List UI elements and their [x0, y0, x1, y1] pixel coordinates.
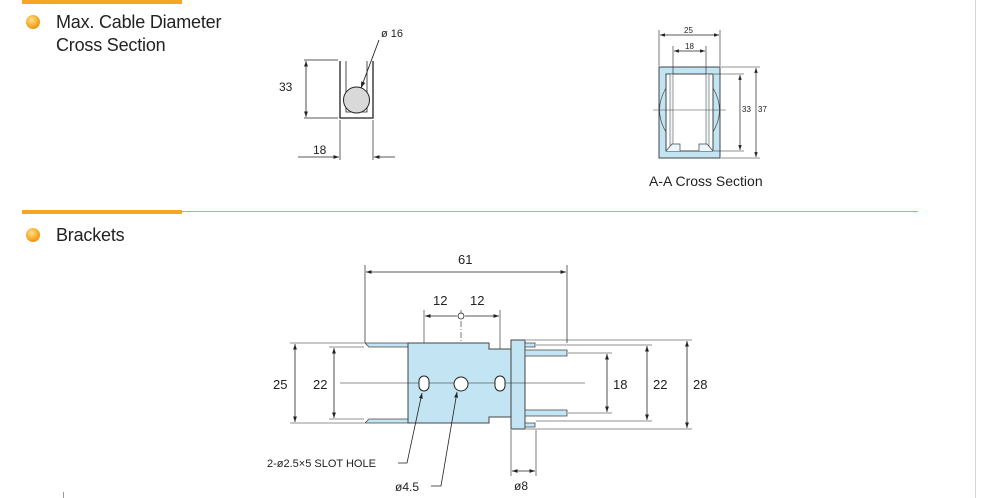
profile-section	[658, 66, 721, 159]
bullet-icon	[26, 15, 40, 29]
cable-title-line2: Cross Section	[56, 35, 166, 55]
cable-width-label: 18	[313, 143, 327, 157]
bracket-left-arm	[364, 342, 409, 348]
right-outer-height-label: 28	[693, 377, 707, 392]
cable-height-label: 33	[279, 80, 293, 94]
bracket-left-arm	[364, 418, 409, 424]
profile-foot	[665, 143, 681, 152]
cable-circle	[343, 86, 370, 114]
left-outer-height-label: 25	[273, 377, 287, 392]
pin-label: ø8	[514, 479, 528, 493]
page-edge-line	[975, 0, 976, 498]
aa-outer-height-label: 37	[758, 105, 767, 114]
bracket-right-arm	[524, 349, 568, 357]
cable-cross-section-diagram: ø 16 33 18	[279, 28, 403, 160]
profile-rail	[705, 73, 710, 151]
center-hole	[453, 376, 469, 392]
bracket-diagram: 61 12 12 25 22	[267, 252, 707, 494]
center-hole-label: ø4.5	[395, 480, 419, 494]
cable-diameter-label: ø 16	[381, 28, 403, 40]
bracket-flange-tab	[524, 342, 536, 348]
right-middle-height-label: 22	[653, 377, 667, 392]
top-accent-bar	[22, 0, 182, 4]
brackets-section-title: Brackets	[56, 225, 125, 245]
aa-outer-width-label: 25	[684, 26, 693, 35]
slot-hole	[418, 375, 430, 392]
right-spacing-label: 12	[470, 293, 484, 308]
left-inner-height-label: 22	[313, 377, 327, 392]
slot-hole	[494, 375, 506, 392]
aa-caption: A-A Cross Section	[649, 173, 763, 189]
section-divider-line	[182, 211, 918, 212]
cable-section-title: Max. Cable Diameter Cross Section	[56, 11, 221, 57]
right-inner-height-label: 18	[613, 377, 627, 392]
bracket-flange-tab	[524, 422, 536, 428]
slot-hole-leader	[398, 392, 423, 464]
aa-cross-section-diagram: 25 18 33 37 A-A Cross Section	[649, 26, 767, 189]
diameter-leader	[360, 39, 380, 89]
cable-title-line1: Max. Cable Diameter	[56, 12, 222, 32]
profile-rail	[669, 73, 674, 151]
aa-inner-width-label: 18	[685, 42, 694, 51]
bracket-flange	[510, 339, 526, 430]
profile-foot	[698, 143, 714, 152]
overall-length-label: 61	[458, 252, 472, 267]
center-marker	[457, 312, 465, 320]
page-tick-mark	[63, 492, 64, 498]
slot-hole-label: 2-ø2.5×5 SLOT HOLE	[267, 458, 376, 470]
channel-outline	[339, 61, 374, 119]
center-hole-leader	[431, 391, 458, 487]
section-divider-accent	[22, 210, 182, 214]
bracket-right-arm	[524, 409, 568, 417]
bullet-icon	[26, 228, 40, 242]
left-spacing-label: 12	[433, 293, 447, 308]
aa-inner-height-label: 33	[742, 105, 751, 114]
